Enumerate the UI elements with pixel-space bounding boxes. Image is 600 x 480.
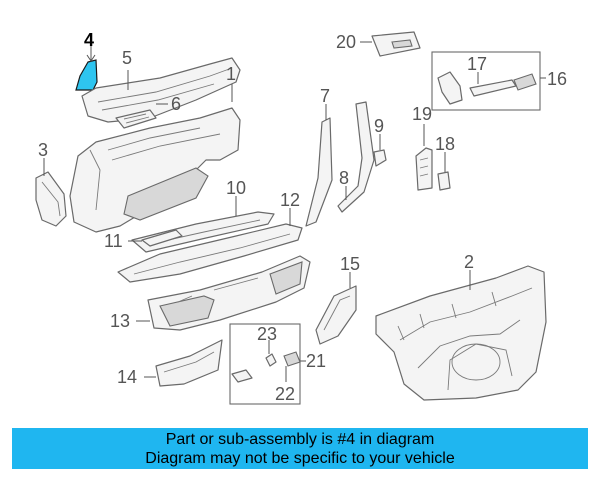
callout-11[interactable]: 11 [104,231,123,251]
callout-15[interactable]: 15 [340,254,360,274]
callout-18[interactable]: 18 [435,134,455,154]
callout-6[interactable]: 6 [171,94,181,114]
parts-box-21-23: 23 22 21 [229,323,326,405]
callout-3[interactable]: 3 [38,140,48,160]
callout-9[interactable]: 9 [374,116,384,136]
part-1-door-panel [69,107,241,233]
part-6-switch-bezel: 6 [115,94,181,129]
part-11-handle-insert: 11 [104,229,183,251]
parts-diagram: 4 5 1 6 3 10 [35,30,567,405]
part-2-inner-panel: 2 [375,252,547,401]
part-4-highlighted[interactable]: 4 [75,30,98,91]
part-15-grille: 15 [315,254,360,345]
part-5-upper-pad: 5 1 [81,48,241,123]
banner-line-1: Part or sub-assembly is #4 in diagram [165,430,435,448]
callout-22[interactable]: 22 [275,384,295,404]
callout-8[interactable]: 8 [339,168,349,188]
part-3-speaker-cover: 3 [35,140,67,227]
part-20-escutcheon: 20 [336,31,421,57]
callout-2[interactable]: 2 [464,252,474,272]
part-10-trim-strip: 10 [131,178,275,253]
parts-box-16-17: 17 16 [431,51,567,111]
part-8-trim-strip: 8 [337,101,375,213]
callout-10[interactable]: 10 [226,178,246,198]
part-18-switch: 18 [435,134,455,191]
callout-7[interactable]: 7 [320,86,330,106]
part-13-door-pocket: 13 [110,255,311,331]
callout-17[interactable]: 17 [467,54,487,74]
part-7-pillar-trim: 7 [305,86,333,227]
info-banner: Part or sub-assembly is #4 in diagram Di… [12,428,588,469]
part-19-switch: 19 [412,104,433,191]
callout-5[interactable]: 5 [122,48,132,68]
callout-1[interactable]: 1 [226,64,236,84]
banner-line-2: Diagram may not be specific to your vehi… [145,449,455,467]
callout-21[interactable]: 21 [306,351,326,371]
part-12-armrest: 12 [117,190,303,283]
callout-13[interactable]: 13 [110,311,130,331]
part-9-clip: 9 [373,116,387,167]
callout-23[interactable]: 23 [257,324,277,344]
callout-16[interactable]: 16 [547,69,567,89]
callout-4[interactable]: 4 [84,30,94,50]
callout-20[interactable]: 20 [336,32,356,52]
callout-14[interactable]: 14 [117,367,137,387]
callout-19[interactable]: 19 [412,104,432,124]
part-14-pocket-trim: 14 [117,339,223,387]
callout-12[interactable]: 12 [280,190,300,210]
